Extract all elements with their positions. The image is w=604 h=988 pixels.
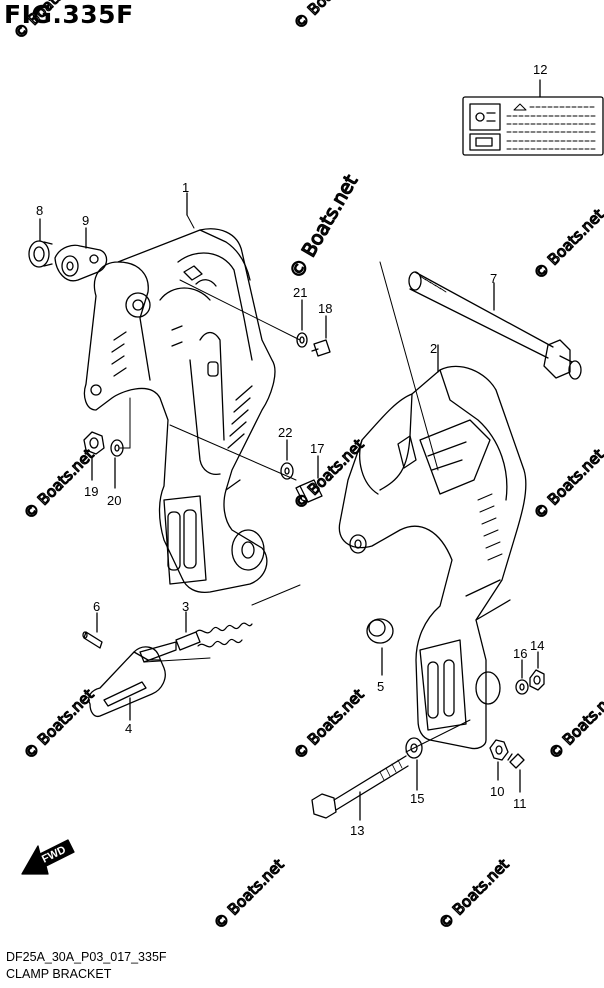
- part-label-2: 2: [430, 341, 437, 356]
- watermark: © Boats.net: [435, 855, 513, 933]
- clamp-bracket-part-2: [338, 261, 527, 750]
- washer-part-15: [405, 737, 423, 791]
- part-label-21: 21: [293, 285, 307, 300]
- tube-part-7: [408, 271, 582, 380]
- part-label-22: 22: [278, 425, 292, 440]
- bolt-part-11: [507, 753, 525, 793]
- watermark-main: © Boats.net: [285, 171, 362, 282]
- bolt-part-13: [311, 719, 471, 821]
- watermarks: © Boats.net © Boats.net © Boats.net © Bo…: [9, 0, 604, 933]
- part-label-19: 19: [84, 484, 98, 499]
- watermark: © Boats.net: [290, 685, 368, 763]
- nut-part-10: [489, 739, 509, 781]
- spring-part-3: [139, 584, 301, 663]
- washer-part-21: [296, 299, 308, 348]
- lever-part-4: [88, 646, 166, 721]
- part-label-20: 20: [107, 493, 121, 508]
- watermark: © Boats.net: [10, 0, 88, 43]
- washer-part-20: [110, 439, 124, 489]
- part-label-9: 9: [82, 213, 89, 228]
- clamp-bracket-part-1: [83, 228, 276, 594]
- figure-caption: CLAMP BRACKET: [6, 967, 112, 981]
- plate-part-9: [54, 227, 108, 282]
- bolt-part-17: [295, 455, 323, 503]
- part-label-18: 18: [318, 301, 332, 316]
- part-label-6: 6: [93, 599, 100, 614]
- washer-part-16: [515, 659, 529, 695]
- part-label-15: 15: [410, 791, 424, 806]
- part-label-13: 13: [350, 823, 364, 838]
- bolt-part-18: [311, 315, 331, 357]
- watermark: © Boats.net: [20, 685, 98, 763]
- watermark: © Boats.net: [530, 445, 604, 523]
- part-label-16: 16: [513, 646, 527, 661]
- part-label-3: 3: [182, 599, 189, 614]
- part-label-14: 14: [530, 638, 544, 653]
- fwd-arrow-icon: [21, 839, 75, 875]
- nut-part-14: [529, 651, 545, 691]
- label-plate-part-12: [462, 79, 604, 156]
- part-label-11: 11: [513, 796, 527, 811]
- part-label-10: 10: [490, 784, 504, 799]
- cap-part-8: [28, 218, 53, 268]
- watermark: © Boats.net: [210, 855, 288, 933]
- part-label-7: 7: [490, 271, 497, 286]
- part-label-17: 17: [310, 441, 324, 456]
- part-label-8: 8: [36, 203, 43, 218]
- washer-part-22: [280, 439, 294, 480]
- plug-part-5: [366, 618, 394, 676]
- part-number-labels: 1 2 3 4 5 6 7 8 9 10 11 12 13 14 15 16 1…: [36, 62, 547, 838]
- part-label-1: 1: [182, 180, 189, 195]
- part-label-5: 5: [377, 679, 384, 694]
- watermark: © Boats.net: [530, 205, 604, 283]
- watermark: © Boats.net: [545, 685, 604, 763]
- watermark: © Boats.net: [290, 0, 368, 33]
- watermark: © Boats.net: [290, 435, 368, 513]
- part-label-12: 12: [533, 62, 547, 77]
- part-label-4: 4: [125, 721, 132, 736]
- figure-title: FIG.335F: [4, 0, 134, 29]
- pin-part-6: [82, 612, 103, 649]
- nut-part-19: [83, 431, 105, 481]
- figure-code: DF25A_30A_P03_017_335F: [6, 950, 167, 964]
